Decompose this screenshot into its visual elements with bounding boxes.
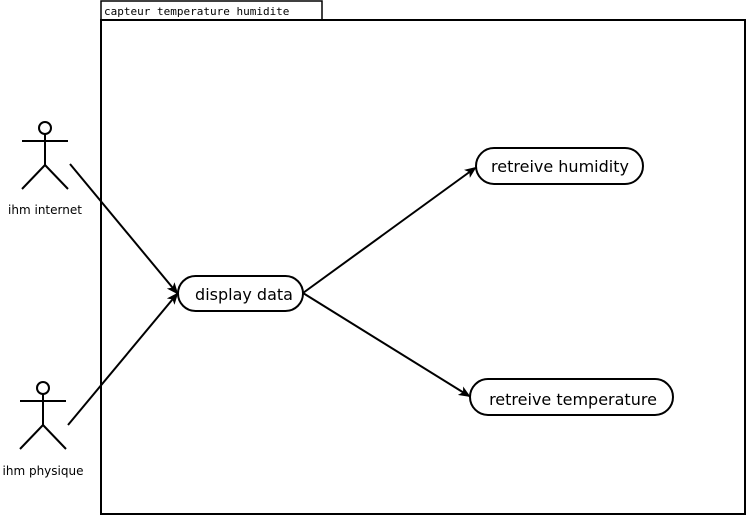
system-title: capteur temperature humidite bbox=[104, 5, 289, 18]
actor-label: ihm internet bbox=[8, 203, 82, 217]
system-boundary: capteur temperature humidite bbox=[100, 0, 746, 515]
arrow-physique-to-display bbox=[67, 292, 179, 426]
arrow-internet-to-display bbox=[69, 163, 179, 295]
usecase-shape bbox=[469, 378, 674, 416]
usecase-label: display data bbox=[195, 285, 293, 304]
usecase-label: retreive humidity bbox=[491, 157, 629, 176]
system-title-tab bbox=[100, 0, 323, 21]
arrow-display-to-temperature bbox=[302, 292, 471, 398]
usecase-retreive-temperature[interactable]: retreive temperature bbox=[469, 378, 674, 416]
usecase-shape bbox=[177, 275, 304, 312]
stick-figure-icon bbox=[19, 381, 67, 450]
actor-ihm-physique[interactable]: ihm physique bbox=[3, 381, 84, 478]
usecase-label: retreive temperature bbox=[489, 390, 657, 409]
relations bbox=[67, 163, 477, 426]
actor-label: ihm physique bbox=[3, 464, 84, 478]
usecase-retreive-humidity[interactable]: retreive humidity bbox=[475, 147, 644, 185]
actor-ihm-internet[interactable]: ihm internet bbox=[8, 121, 82, 217]
arrow-display-to-humidity bbox=[302, 166, 477, 294]
system-boundary-box bbox=[100, 19, 746, 515]
usecase-shape bbox=[475, 147, 644, 185]
usecase-display-data[interactable]: display data bbox=[177, 275, 304, 312]
stick-figure-icon bbox=[21, 121, 69, 190]
